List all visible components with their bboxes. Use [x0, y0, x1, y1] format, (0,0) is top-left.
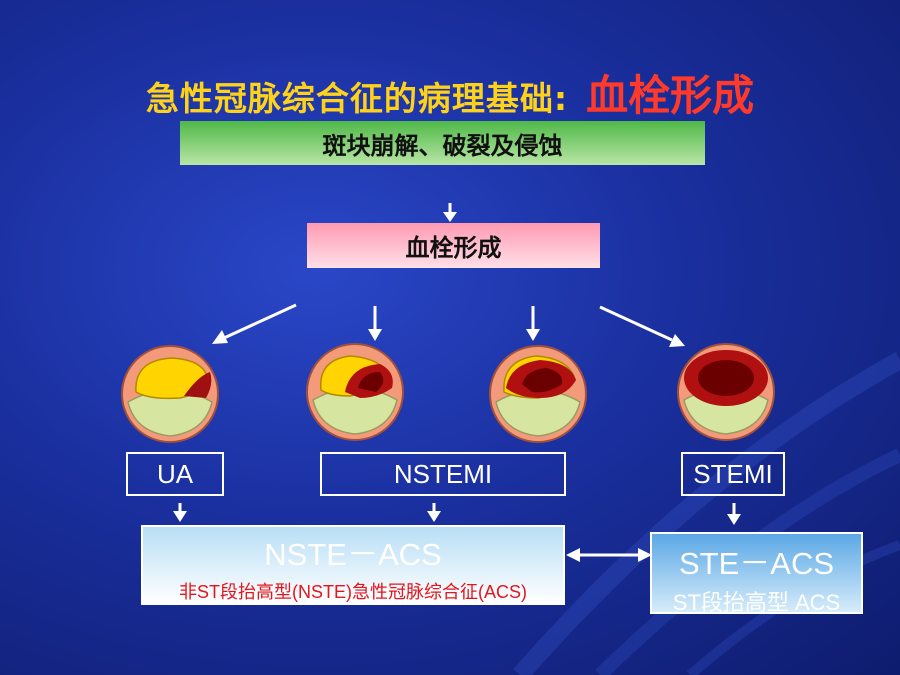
nste-acs-title: NSTE－ACS [264, 537, 442, 572]
arrow-to-vessel-4 [599, 305, 685, 347]
label-ua: UA [126, 452, 224, 496]
arrow-to-vessel-1 [212, 303, 297, 344]
arrow-to-vessel-3 [526, 306, 540, 341]
arrow-nstemi-to-nste [427, 503, 441, 522]
arrow-to-vessel-2 [368, 306, 382, 341]
arrow-stemi-to-ste [727, 503, 741, 525]
slide-title: 急性冠脉综合征的病理基础: 血栓形成 [0, 62, 900, 123]
double-arrow-nste-ste [566, 548, 652, 562]
vessel-cross-section-3 [489, 345, 587, 443]
vessel-cross-section-2 [306, 343, 404, 441]
vessel-cross-section-4 [677, 343, 775, 441]
nste-acs-box: NSTE－ACS 非ST段抬高型(NSTE)急性冠脉综合征(ACS) [141, 525, 565, 605]
label-stemi: STEMI [681, 452, 785, 496]
label-nstemi: NSTEMI [320, 452, 566, 496]
arrow-ua-to-nste [173, 503, 187, 522]
ste-acs-subtitle: ST段抬高型 ACS [672, 590, 841, 615]
slide-title-accent: 血栓形成 [586, 71, 755, 120]
ste-acs-box: STE－ACS ST段抬高型 ACS [650, 532, 863, 615]
ste-acs-title: STE－ACS [678, 546, 835, 581]
thrombus-formation-box: 血栓形成 [307, 223, 600, 268]
arrow-down-to-thrombus [443, 203, 457, 222]
nste-acs-subtitle: 非ST段抬高型(NSTE)急性冠脉综合征(ACS) [179, 582, 527, 602]
slide-title-main: 急性冠脉综合征的病理基础: [145, 79, 569, 118]
vessel-cross-section-1 [121, 345, 219, 443]
plaque-rupture-bar: 斑块崩解、破裂及侵蚀 [180, 121, 705, 165]
